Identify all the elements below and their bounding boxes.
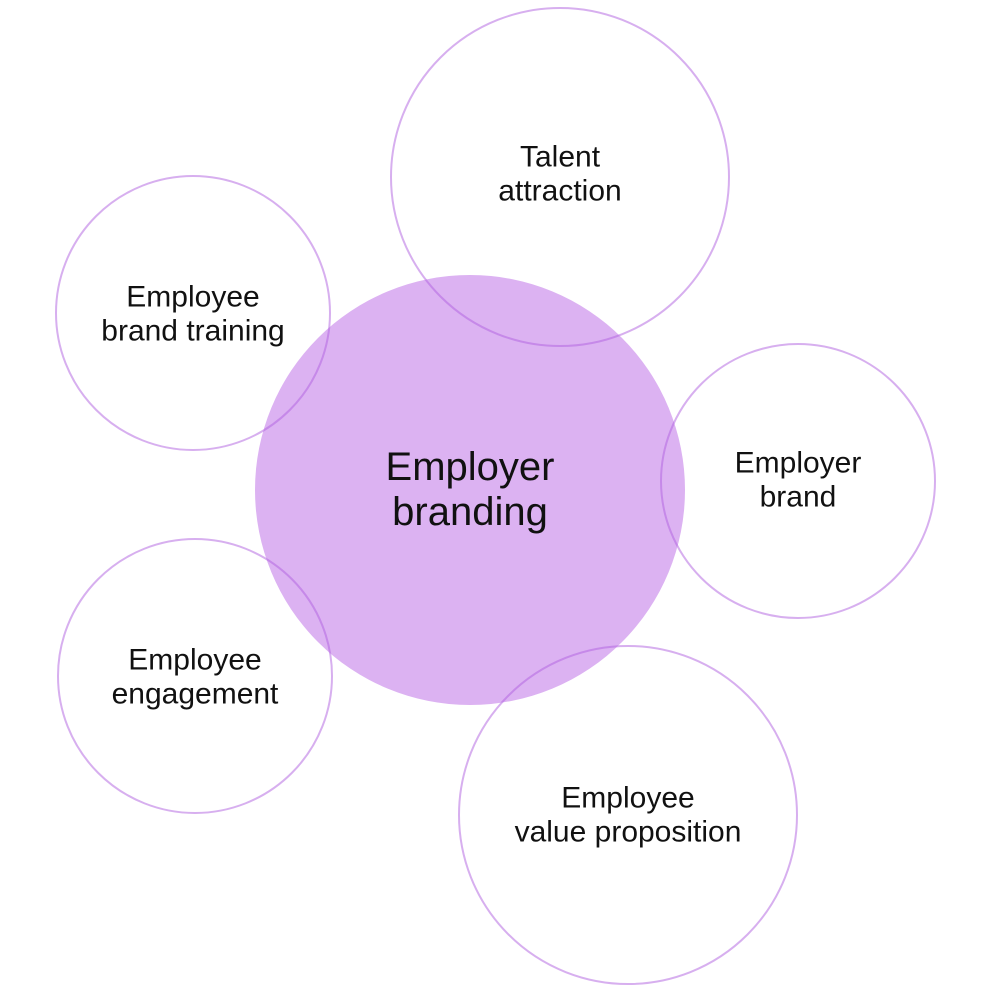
center-label-line1: Employer: [385, 445, 555, 490]
employee-value-proposition-circle: [458, 645, 798, 985]
talent-attraction-circle: [390, 7, 730, 347]
employer-brand-circle: [660, 343, 936, 619]
employee-brand-training-circle: [55, 175, 331, 451]
talent-attraction-label: Talent attraction: [498, 140, 621, 207]
label-line2: brand training: [101, 314, 285, 347]
label-line2: attraction: [498, 174, 622, 207]
center-label: Employer branding: [386, 445, 555, 535]
label-line1: Employee: [126, 280, 260, 314]
employer-brand-label: Employer brand: [735, 446, 862, 513]
label-line1: Employer: [734, 446, 862, 480]
center-label-line2: branding: [392, 490, 548, 534]
employee-engagement-label: Employee engagement: [112, 643, 279, 710]
label-line2: value proposition: [514, 815, 742, 848]
employee-brand-training-label: Employee brand training: [101, 280, 284, 347]
center-circle: [255, 275, 685, 705]
label-line1: Talent: [519, 140, 601, 174]
employee-engagement-circle: [57, 538, 333, 814]
employee-value-proposition-label: Employee value proposition: [515, 781, 742, 848]
label-line1: Employee: [561, 781, 695, 815]
label-line1: Employee: [128, 643, 262, 677]
label-line2: engagement: [111, 677, 279, 710]
label-line2: brand: [759, 480, 837, 513]
